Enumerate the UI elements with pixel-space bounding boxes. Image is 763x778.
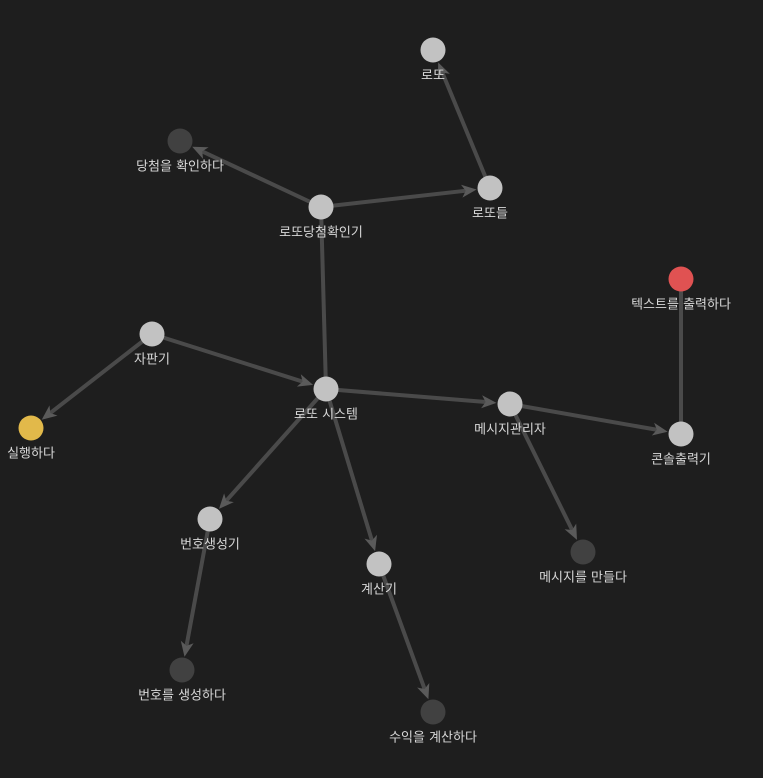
edge-arrowhead-lotto_system-to-number_generator [219, 493, 234, 509]
edge-arrowhead-message_manager-to-make_message [564, 523, 577, 540]
node-lotto[interactable] [420, 37, 446, 63]
node-label-generate_number: 번호를 생성하다 [138, 689, 226, 704]
node-print_text[interactable] [668, 266, 694, 292]
edge-lotto_system-to-number_generator [220, 387, 328, 507]
node-label-make_message: 메시지를 만들다 [539, 571, 627, 586]
edge-arrowhead-lotto_checker-to-lottos [461, 184, 477, 198]
edge-arrowhead-lotto_system-to-message_manager [481, 395, 497, 409]
node-label-lotto: 로또 [421, 69, 445, 84]
node-label-lotto_checker: 로또당첨확인기 [279, 226, 363, 241]
edge-lotto_system-to-message_manager [324, 387, 493, 405]
edge-message_manager-to-make_message [508, 402, 577, 537]
edges-layer [41, 62, 683, 700]
edge-arrowhead-vending-to-lotto_system [296, 374, 314, 387]
edge-lotto_system-to-calculator [324, 387, 376, 548]
node-message_manager[interactable] [497, 391, 523, 417]
node-label-check_win: 당첨을 확인하다 [136, 160, 224, 175]
node-console_printer[interactable] [668, 421, 694, 447]
edge-arrowhead-number_generator-to-generate_number [180, 640, 194, 657]
edge-calculator-to-calc_profit [377, 562, 429, 696]
node-label-lottos: 로또들 [472, 207, 508, 222]
node-label-vending: 자판기 [134, 353, 170, 368]
edge-arrowhead-lottos-to-lotto [437, 62, 450, 79]
node-lotto_checker[interactable] [308, 194, 334, 220]
node-label-console_printer: 콘솔출력기 [651, 453, 711, 468]
edge-arrowhead-lotto_checker-to-check_win [192, 146, 209, 159]
node-check_win[interactable] [167, 128, 193, 154]
edge-arrowhead-message_manager-to-console_printer [651, 422, 668, 436]
edge-lotto_system-to-lotto_checker [319, 205, 328, 391]
nodes-layer [18, 37, 694, 725]
node-execute[interactable] [18, 415, 44, 441]
node-label-lotto_system: 로또 시스템 [294, 408, 358, 423]
edge-arrowhead-vending-to-execute [41, 405, 58, 420]
node-label-message_manager: 메시지관리자 [474, 423, 546, 438]
node-vending[interactable] [139, 321, 165, 347]
edge-number_generator-to-generate_number [183, 517, 212, 653]
node-label-number_generator: 번호생성기 [180, 538, 240, 553]
node-label-calc_profit: 수익을 계산하다 [389, 731, 477, 746]
edge-lottos-to-lotto [438, 66, 492, 190]
node-generate_number[interactable] [169, 657, 195, 683]
node-label-calculator: 계산기 [361, 583, 397, 598]
edge-message_manager-to-console_printer [508, 402, 664, 433]
edge-vending-to-lotto_system [150, 332, 310, 386]
node-calculator[interactable] [366, 551, 392, 577]
node-number_generator[interactable] [197, 506, 223, 532]
node-lotto_system[interactable] [313, 376, 339, 402]
edge-arrowhead-lotto_system-to-calculator [364, 534, 377, 552]
edge-lotto_checker-to-lottos [319, 188, 473, 209]
node-label-print_text: 텍스트를 출력하다 [631, 298, 731, 313]
node-make_message[interactable] [570, 539, 596, 565]
edge-vending-to-execute [44, 332, 154, 419]
edge-arrowhead-calculator-to-calc_profit [417, 683, 430, 700]
edge-lotto_checker-to-check_win [195, 147, 323, 209]
node-lottos[interactable] [477, 175, 503, 201]
node-calc_profit[interactable] [420, 699, 446, 725]
node-label-execute: 실행하다 [7, 446, 55, 462]
